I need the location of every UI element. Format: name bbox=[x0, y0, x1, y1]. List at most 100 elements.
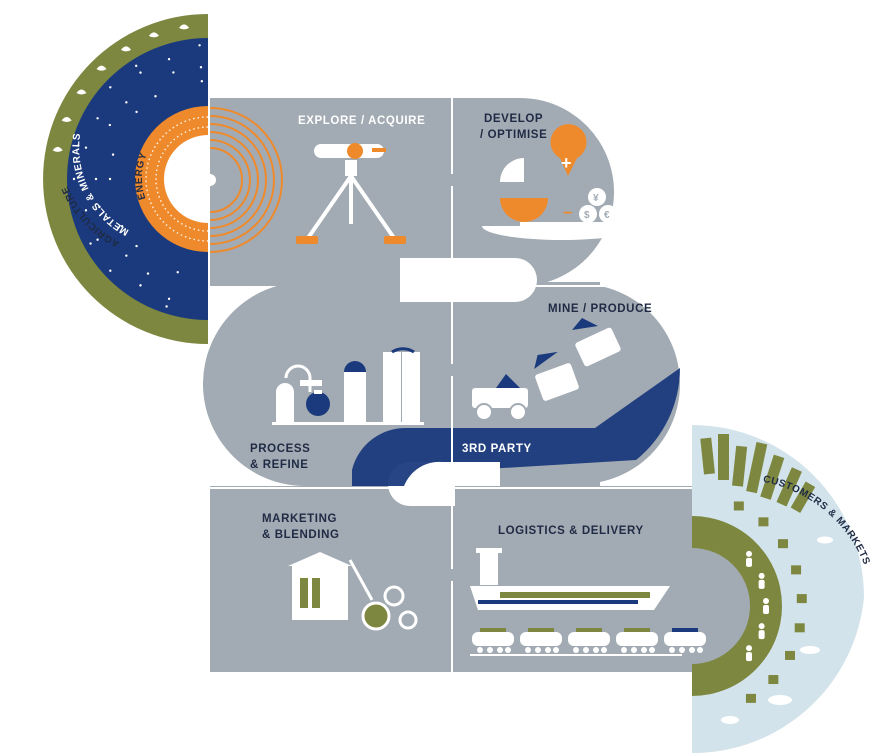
building-icon bbox=[700, 437, 715, 475]
mineral-dot bbox=[199, 66, 203, 69]
coin-dollar-icon bbox=[579, 205, 597, 223]
leaf-icon bbox=[52, 146, 63, 152]
train-car-icon bbox=[664, 632, 706, 646]
label-third-party: 3RD PARTY bbox=[462, 443, 532, 455]
mineral-dot bbox=[96, 238, 99, 241]
leaf-icon bbox=[76, 89, 87, 95]
person-icon bbox=[758, 623, 765, 630]
balance-scale-icon: + − ¥ $ € bbox=[482, 124, 642, 240]
label-develop-line2: / OPTIMISE bbox=[480, 129, 547, 141]
train-car-icon bbox=[472, 632, 514, 646]
mineral-dot bbox=[146, 272, 150, 275]
mineral-dot bbox=[77, 144, 80, 147]
mineral-dot bbox=[134, 64, 138, 68]
svg-text:€: € bbox=[604, 210, 610, 221]
house-icon bbox=[758, 517, 769, 527]
label-process-line1: PROCESS bbox=[250, 443, 310, 455]
leaf-icon bbox=[96, 65, 107, 71]
stage-logistics: LOGISTICS & DELIVERY bbox=[470, 525, 706, 656]
people-icons bbox=[746, 550, 769, 662]
mineral-dot bbox=[98, 205, 101, 209]
label-process-line2: & REFINE bbox=[250, 459, 308, 471]
haul-trucks-icon bbox=[472, 318, 621, 421]
mineral-dot bbox=[167, 297, 171, 301]
label-marketing-line1: MARKETING bbox=[262, 513, 337, 525]
leaf-icon bbox=[148, 32, 159, 38]
svg-text:¥: ¥ bbox=[593, 193, 599, 204]
mineral-dot bbox=[125, 254, 128, 257]
mineral-dot bbox=[84, 209, 88, 212]
leaf-icon bbox=[179, 24, 190, 30]
mineral-dot bbox=[89, 242, 92, 245]
mineral-dot bbox=[135, 110, 138, 114]
cloud-icons bbox=[721, 536, 833, 724]
label-logistics: LOGISTICS & DELIVERY bbox=[498, 525, 644, 537]
leaf-icon bbox=[61, 116, 72, 122]
commodities-fan: AGRICULTURE METALS & MINERALS ENERGY bbox=[43, 14, 209, 344]
concentric-waves-icon bbox=[209, 107, 283, 253]
stage-develop: DEVELOP / OPTIMISE + − ¥ $ € bbox=[480, 113, 642, 240]
train-car-icon bbox=[520, 632, 562, 646]
mineral-dot bbox=[111, 153, 115, 156]
house-icon bbox=[768, 675, 779, 685]
city-buildings bbox=[700, 434, 816, 513]
mineral-dots bbox=[72, 44, 204, 308]
building-icon bbox=[746, 442, 768, 494]
building-icon bbox=[776, 467, 802, 507]
label-marketing-line2: & BLENDING bbox=[262, 529, 340, 541]
theodolite-icon bbox=[296, 143, 406, 244]
mineral-dot bbox=[109, 86, 112, 89]
building-icon bbox=[718, 434, 729, 480]
third-party-band bbox=[352, 368, 681, 486]
mineral-dot bbox=[109, 269, 112, 272]
house-icon bbox=[777, 539, 788, 549]
person-icon bbox=[758, 572, 765, 579]
coin-yen-icon bbox=[588, 188, 606, 206]
train-icon bbox=[470, 628, 706, 656]
building-icon bbox=[790, 481, 816, 513]
stage-process: PROCESS & REFINE bbox=[250, 347, 424, 471]
train-car-icon bbox=[568, 632, 610, 646]
label-explore: EXPLORE / ACQUIRE bbox=[298, 115, 425, 127]
label-mine: MINE / PRODUCE bbox=[548, 303, 652, 315]
house-icons bbox=[733, 501, 807, 703]
ship-icon bbox=[470, 548, 670, 610]
mineral-dot bbox=[139, 71, 142, 74]
person-icon bbox=[746, 550, 753, 557]
person-icon bbox=[746, 645, 753, 652]
value-chain-path bbox=[203, 98, 692, 672]
mineral-dot bbox=[135, 244, 138, 248]
stage-marketing: MARKETING & BLENDING bbox=[262, 513, 418, 631]
mineral-dot bbox=[120, 225, 124, 228]
house-icon bbox=[796, 594, 807, 604]
mineral-dot bbox=[198, 44, 201, 47]
mineral-dot bbox=[167, 57, 171, 61]
mineral-dot bbox=[108, 177, 112, 181]
building-icon bbox=[732, 445, 748, 487]
refinery-icon bbox=[272, 347, 424, 425]
customers-fan: CUSTOMERS & MARKETS bbox=[692, 425, 871, 753]
house-icon bbox=[745, 693, 756, 703]
leaf-icons bbox=[52, 24, 190, 152]
house-icon bbox=[785, 650, 796, 660]
plus-icon: + bbox=[561, 153, 572, 173]
house-icon bbox=[733, 501, 744, 511]
mineral-dot bbox=[84, 146, 88, 149]
mineral-dot bbox=[72, 177, 76, 181]
mineral-dot bbox=[94, 177, 98, 181]
label-energy: ENERGY bbox=[134, 151, 150, 201]
svg-text:$: $ bbox=[584, 210, 590, 221]
mineral-dot bbox=[154, 95, 157, 98]
mineral-dot bbox=[176, 271, 179, 274]
silo-blender-icon bbox=[288, 552, 418, 631]
train-car-icon bbox=[616, 632, 658, 646]
coin-euro-icon bbox=[599, 205, 617, 223]
stage-mine: MINE / PRODUCE bbox=[472, 303, 652, 421]
leaf-icon bbox=[121, 46, 132, 52]
energy-inner bbox=[164, 135, 208, 223]
mineral-dot bbox=[200, 79, 204, 83]
building-icon bbox=[760, 454, 785, 500]
person-icon bbox=[763, 598, 769, 604]
minus-icon: − bbox=[563, 205, 572, 222]
